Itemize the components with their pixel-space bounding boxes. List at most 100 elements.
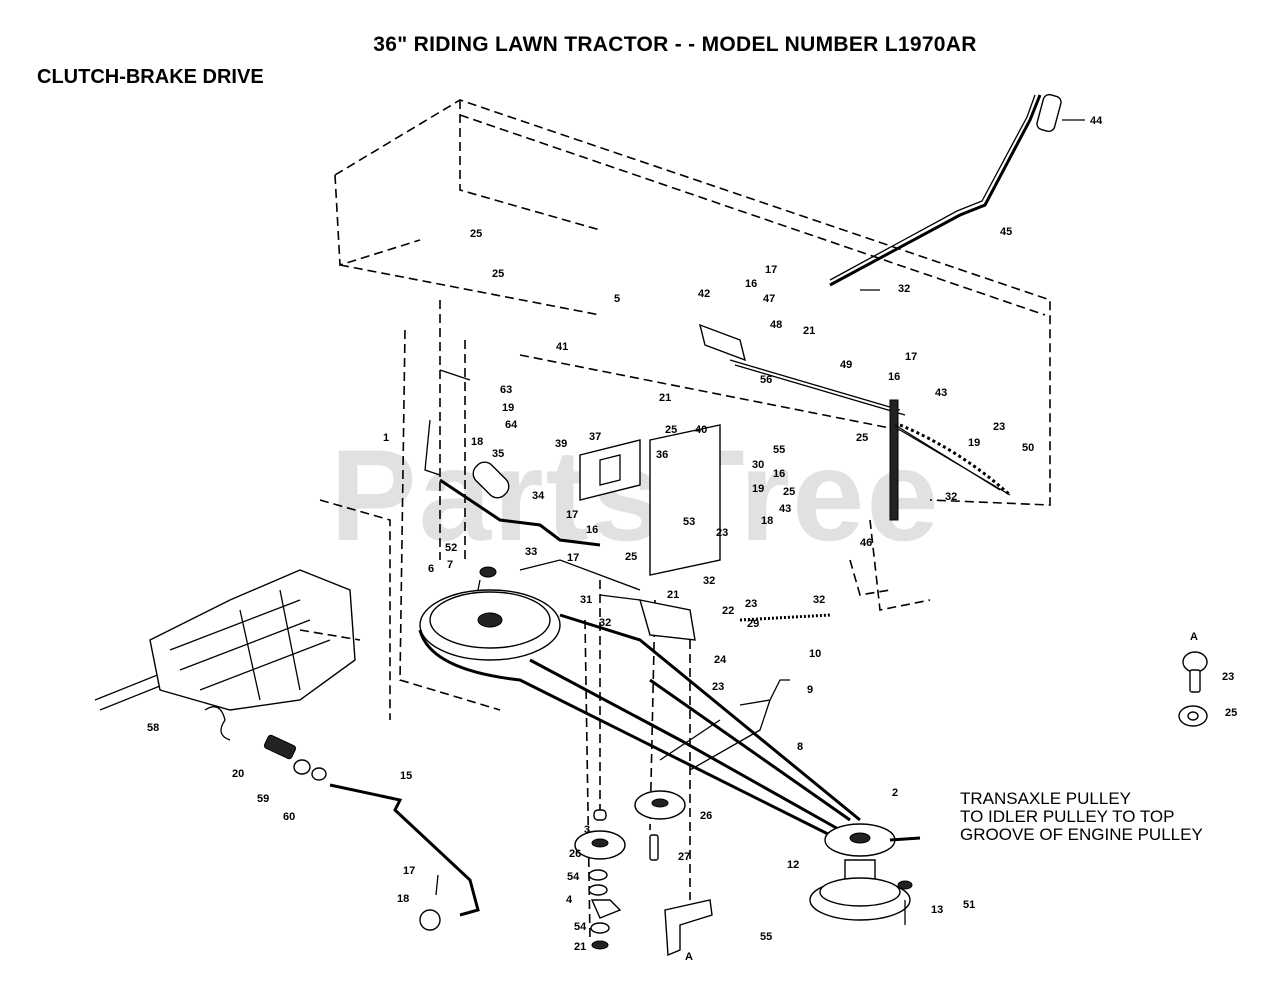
callout-39: 39	[555, 438, 567, 450]
routing-note-line-3: GROOVE OF ENGINE PULLEY	[960, 825, 1203, 844]
callout-45: 45	[1000, 226, 1012, 238]
callout-2: 2	[892, 787, 898, 799]
callout-40: 40	[695, 424, 707, 436]
callout-58: 58	[147, 722, 159, 734]
callout-32a: 32	[898, 283, 910, 295]
callout-8: 8	[797, 741, 803, 753]
callout-3: 3	[584, 824, 590, 836]
routing-note: TRANSAXLE PULLEY TO IDLER PULLEY TO TOP …	[960, 790, 1203, 844]
callout-25-legend: 25	[1225, 707, 1237, 719]
callout-47: 47	[763, 293, 775, 305]
callout-21a: 21	[803, 325, 815, 337]
callout-24: 24	[714, 654, 727, 666]
transaxle	[94, 499, 391, 741]
callout-23c: 23	[745, 598, 757, 610]
callout-18c: 18	[397, 893, 409, 905]
callout-16a: 16	[745, 278, 757, 290]
callout-labels: 44 45 25 25 32 17 16 5 42 47 48 21 41 49…	[147, 115, 1237, 963]
callout-54b: 54	[574, 921, 587, 933]
drive-belt	[418, 566, 921, 957]
callout-a-legend: A	[1190, 631, 1198, 643]
routing-note-line-1: TRANSAXLE PULLEY	[960, 789, 1132, 808]
callout-63: 63	[500, 384, 512, 396]
callout-30: 30	[752, 459, 764, 471]
callout-41: 41	[556, 341, 568, 353]
legend-part-a	[1178, 651, 1208, 727]
callout-32d: 32	[813, 594, 825, 606]
callout-52: 52	[445, 542, 457, 554]
callout-53: 53	[683, 516, 695, 528]
callout-26a: 26	[700, 810, 712, 822]
callout-32c: 32	[703, 575, 715, 587]
callout-36: 36	[656, 449, 668, 461]
callout-29: 29	[747, 618, 759, 630]
callout-16d: 16	[586, 524, 598, 536]
callout-43b: 43	[779, 503, 791, 515]
callout-25f: 25	[625, 551, 637, 563]
callout-7: 7	[447, 559, 453, 571]
callout-18a: 18	[471, 436, 483, 448]
callout-42: 42	[698, 288, 710, 300]
callout-26b: 26	[569, 848, 581, 860]
callout-22: 22	[722, 605, 734, 617]
callout-5: 5	[614, 293, 620, 305]
callout-15: 15	[400, 770, 412, 782]
callout-60: 60	[283, 811, 295, 823]
callout-56: 56	[760, 374, 772, 386]
callout-19a: 19	[502, 402, 514, 414]
callout-25c: 25	[665, 424, 677, 436]
routing-note-line-2: TO IDLER PULLEY TO TOP	[960, 807, 1175, 826]
callout-31: 31	[580, 594, 592, 606]
callout-43a: 43	[935, 387, 947, 399]
callout-25d: 25	[856, 432, 868, 444]
diagram-title: 36" RIDING LAWN TRACTOR - - MODEL NUMBER…	[373, 33, 977, 56]
callout-50: 50	[1022, 442, 1034, 454]
callout-48: 48	[770, 319, 782, 331]
callout-1: 1	[383, 432, 389, 444]
callout-13: 13	[931, 904, 943, 916]
callout-21c: 21	[667, 589, 679, 601]
callout-23b: 23	[716, 527, 728, 539]
callout-33: 33	[525, 546, 537, 558]
callout-18b: 18	[761, 515, 773, 527]
callout-a-bracket: A	[685, 951, 693, 963]
callout-59: 59	[257, 793, 269, 805]
callout-19b: 19	[968, 437, 980, 449]
callout-4: 4	[566, 894, 573, 906]
callout-20: 20	[232, 768, 244, 780]
callout-64: 64	[505, 419, 518, 431]
callout-23-legend: 23	[1222, 671, 1234, 683]
callout-17c: 17	[566, 509, 578, 521]
callout-10: 10	[809, 648, 821, 660]
frame-outline	[334, 99, 1051, 611]
callout-37: 37	[589, 431, 601, 443]
clutch-bracket	[424, 323, 1012, 771]
callout-21d: 21	[574, 941, 586, 953]
callout-23a: 23	[993, 421, 1005, 433]
section-title: CLUTCH-BRAKE DRIVE	[37, 66, 264, 88]
callout-49: 49	[840, 359, 852, 371]
shift-lever	[829, 93, 1062, 291]
callout-32b: 32	[945, 491, 957, 503]
callout-17e: 17	[403, 865, 415, 877]
callout-17a: 17	[765, 264, 777, 276]
callout-54a: 54	[567, 871, 580, 883]
callout-21b: 21	[659, 392, 671, 404]
callout-34: 34	[532, 490, 545, 502]
callout-25b: 25	[492, 268, 504, 280]
callout-16c: 16	[773, 468, 785, 480]
callout-16b: 16	[888, 371, 900, 383]
callout-32e: 32	[599, 617, 611, 629]
callout-55b: 55	[760, 931, 772, 943]
brake-rod	[263, 734, 480, 931]
callout-25e: 25	[783, 486, 795, 498]
callout-27: 27	[678, 851, 690, 863]
callout-35: 35	[492, 448, 504, 460]
callout-44: 44	[1090, 115, 1103, 127]
callout-19c: 19	[752, 483, 764, 495]
callout-23d: 23	[712, 681, 724, 693]
callout-17d: 17	[567, 552, 579, 564]
callout-17b: 17	[905, 351, 917, 363]
callout-25a: 25	[470, 228, 482, 240]
callout-46: 46	[860, 537, 872, 549]
